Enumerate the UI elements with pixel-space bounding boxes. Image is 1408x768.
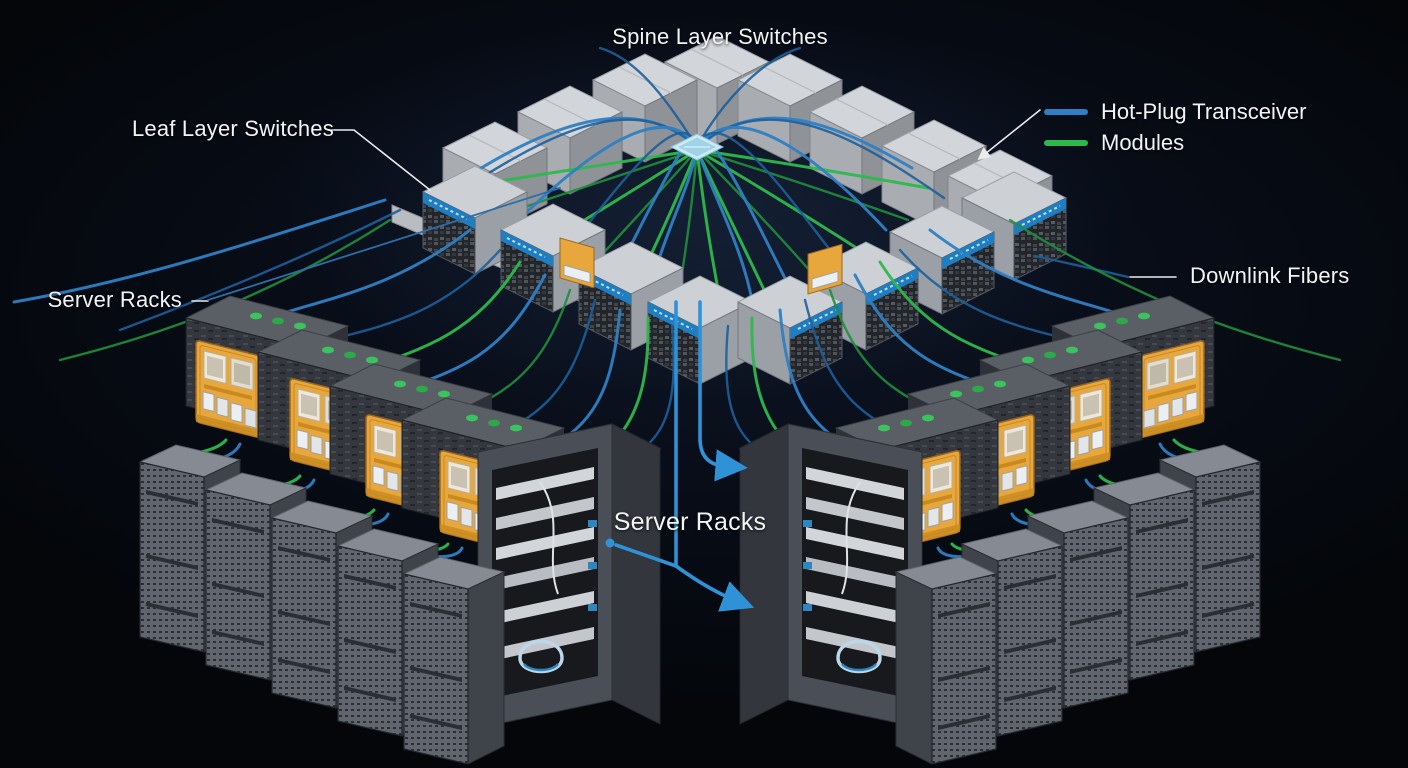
legend-label-line1: Hot-Plug Transceiver: [1101, 99, 1307, 124]
legend: Hot-Plug Transceiver Modules: [1044, 99, 1306, 156]
leaf-layer-label: Leaf Layer Switches: [132, 116, 334, 141]
leaf-switch-row: [422, 165, 1067, 385]
annotation-arrows: [605, 300, 755, 612]
downlink-fibers-label: Downlink Fibers: [1190, 263, 1350, 288]
legend-item-modules: Modules: [1044, 130, 1306, 156]
leader-lines: [191, 109, 1177, 302]
legend-swatch-green: [1044, 140, 1088, 146]
spine-layer-label: Spine Layer Switches: [612, 24, 828, 49]
legend-swatch-blue: [1044, 109, 1088, 115]
server-racks-center-label: Server Racks: [613, 508, 767, 536]
server-racks-left-label: Server Racks: [47, 287, 182, 312]
legend-item-transceiver: Hot-Plug Transceiver: [1044, 99, 1306, 125]
central-hub: [669, 133, 725, 161]
legend-label-line2: Modules: [1101, 130, 1185, 155]
